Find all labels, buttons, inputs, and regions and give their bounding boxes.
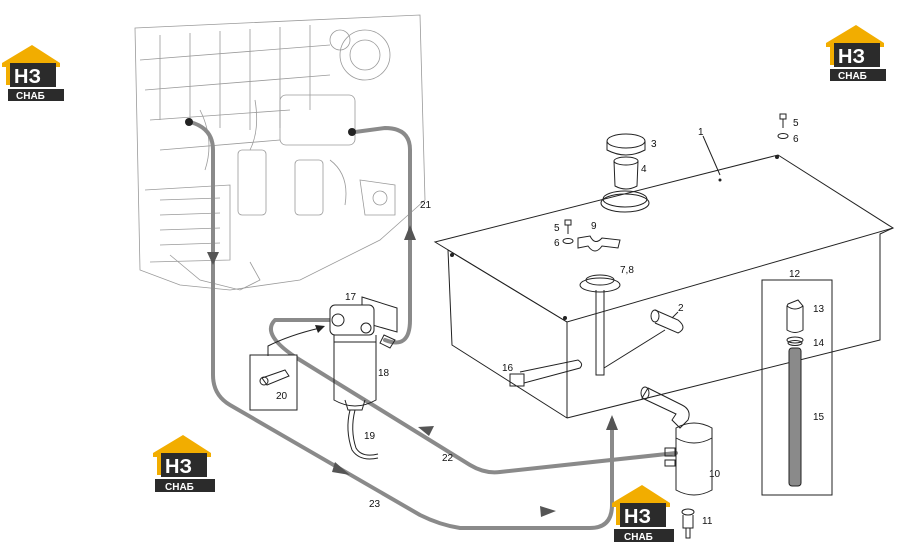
sensor-detail [249, 325, 325, 411]
callout-16: 16 [502, 363, 514, 374]
callout-2: 2 [678, 303, 684, 314]
arrow-up-tank [606, 415, 618, 430]
svg-text:НЗ: НЗ [838, 46, 865, 68]
suction-pipe [509, 359, 583, 387]
arrow-22 [418, 426, 434, 436]
detail-box-12 [761, 279, 833, 496]
callout-7-8: 7,8 [620, 265, 634, 276]
hoses [185, 118, 678, 530]
callout-13: 13 [813, 304, 825, 315]
arrow-23-mid [332, 462, 350, 475]
callout-18: 18 [378, 368, 390, 379]
svg-text:СНАБ: СНАБ [165, 482, 194, 493]
callout-5-top: 5 [793, 118, 799, 129]
arrow-up-21 [404, 225, 416, 240]
float [650, 309, 684, 334]
callout-3: 3 [651, 139, 657, 150]
callout-22: 22 [442, 453, 454, 464]
logo-watermark-bottom-center: НЗ СНАБ [612, 485, 674, 543]
svg-text:СНАБ: СНАБ [838, 71, 867, 82]
callout-19: 19 [364, 431, 376, 442]
fuel-tank [433, 154, 895, 419]
arrow-23-right [540, 506, 556, 517]
logo-watermark-top-left: НЗ СНАБ [2, 45, 64, 102]
callout-4: 4 [641, 164, 647, 175]
callout-20: 20 [276, 391, 288, 402]
svg-text:СНАБ: СНАБ [624, 532, 653, 543]
engine-illustration [134, 14, 426, 291]
callout-6-top: 6 [793, 134, 799, 145]
logo-watermark-bottom-left: НЗ СНАБ [153, 435, 215, 493]
callout-11: 11 [702, 516, 713, 527]
level-sender [579, 274, 666, 376]
svg-text:СНАБ: СНАБ [16, 91, 45, 102]
svg-text:НЗ: НЗ [165, 456, 192, 478]
callout-21: 21 [420, 200, 432, 211]
clamp-bracket [562, 219, 621, 252]
hose-21 [353, 126, 412, 345]
hose-23 [188, 120, 614, 530]
callout-10: 10 [709, 469, 721, 480]
callout-9: 9 [591, 221, 597, 232]
callout-12: 12 [789, 269, 801, 280]
hose-22 [268, 318, 678, 475]
bolt-top [777, 113, 789, 139]
callouts: 1 2 3 4 5 6 5 6 9 7,8 10 11 12 13 14 15 … [276, 118, 825, 527]
callout-6-bracket: 6 [554, 238, 560, 249]
callout-1: 1 [698, 127, 704, 138]
callout-23: 23 [369, 499, 381, 510]
filler-strainer [613, 156, 639, 190]
logo-watermark-top-right: НЗ СНАБ [826, 25, 886, 82]
filler-cap [606, 133, 646, 156]
primary-filter [329, 296, 398, 460]
engine-port-right [348, 128, 356, 136]
engine-port-left [185, 118, 193, 126]
svg-text:НЗ: НЗ [14, 66, 41, 88]
callout-5-bracket: 5 [554, 223, 560, 234]
arrow-down-23 [207, 252, 219, 265]
svg-text:НЗ: НЗ [624, 506, 651, 528]
callout-14: 14 [813, 338, 825, 349]
callout-17: 17 [345, 292, 357, 303]
callout-15: 15 [813, 412, 825, 423]
secondary-filter [640, 386, 713, 539]
